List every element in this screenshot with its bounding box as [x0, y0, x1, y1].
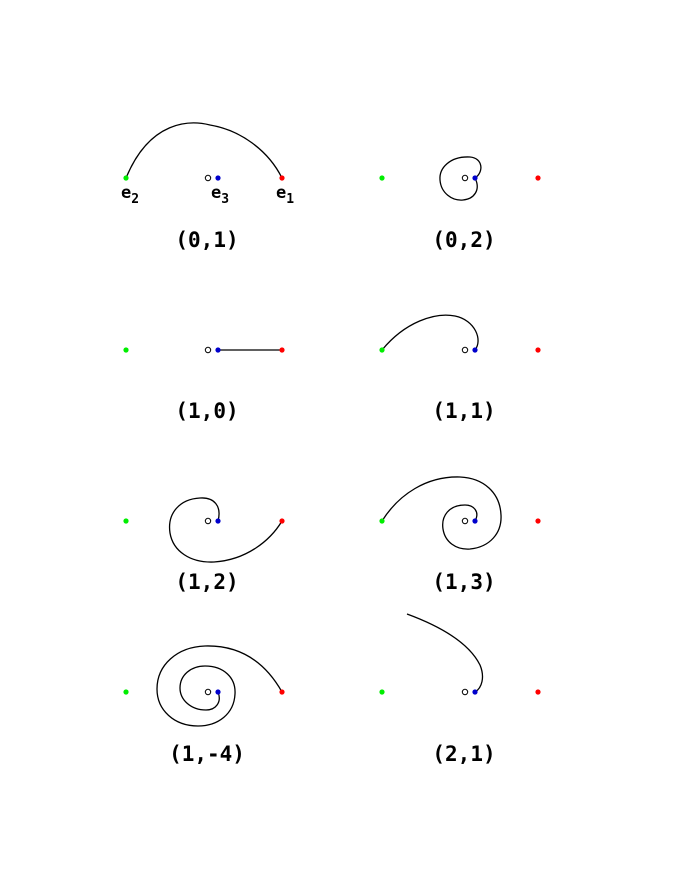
point-e1	[279, 518, 285, 524]
panel-1-3: (1,3)	[379, 476, 541, 594]
point-e2	[379, 347, 385, 353]
center-ring	[204, 174, 212, 182]
panel-1-minus4: (1,-4)	[123, 645, 285, 766]
point-e1	[279, 347, 285, 353]
point-e3	[472, 518, 478, 524]
center-ring	[461, 174, 469, 182]
panel-2-1: (2,1)	[379, 613, 541, 766]
label-e1: e1	[276, 183, 294, 207]
point-e1	[279, 175, 285, 181]
point-e2	[379, 689, 385, 695]
point-e1	[535, 175, 541, 181]
point-e3	[215, 689, 221, 695]
center-ring	[204, 688, 212, 696]
point-e2	[123, 518, 129, 524]
panel-caption: (1,0)	[175, 399, 238, 423]
center-ring	[461, 688, 469, 696]
curve-1-3	[381, 476, 502, 550]
point-e1	[535, 689, 541, 695]
point-e2	[123, 689, 129, 695]
point-e1	[279, 689, 285, 695]
point-e2	[123, 347, 129, 353]
point-e3	[472, 347, 478, 353]
center-ring	[204, 517, 212, 525]
panel-1-0: (1,0)	[123, 346, 285, 423]
panel-caption: (0,1)	[175, 228, 238, 252]
panel-0-1: e2 e3 e1 (0,1)	[121, 122, 294, 252]
panel-caption: (1,3)	[432, 570, 495, 594]
point-e3	[215, 175, 221, 181]
center-ring	[461, 517, 469, 525]
curve-1-1	[381, 314, 479, 351]
point-e3	[215, 518, 221, 524]
point-e1	[535, 347, 541, 353]
point-e3	[472, 175, 478, 181]
center-ring	[204, 346, 212, 354]
label-e2: e2	[121, 183, 139, 207]
curve-1-minus4	[156, 645, 283, 727]
curve-1-2	[168, 497, 283, 563]
point-e1	[535, 518, 541, 524]
panel-caption: (1,2)	[175, 570, 238, 594]
curve-0-2	[439, 156, 482, 201]
point-e2	[379, 175, 385, 181]
point-e2	[379, 518, 385, 524]
label-e3: e3	[211, 183, 229, 207]
panel-caption: (1,-4)	[169, 742, 245, 766]
curve-0-1	[125, 122, 283, 179]
panel-caption: (1,1)	[432, 399, 495, 423]
panel-1-2: (1,2)	[123, 497, 285, 594]
panel-0-2: (0,2)	[379, 156, 541, 252]
point-e2	[123, 175, 129, 181]
panel-caption: (2,1)	[432, 742, 495, 766]
point-e3	[215, 347, 221, 353]
panel-caption: (0,2)	[432, 228, 495, 252]
center-ring	[461, 346, 469, 354]
panel-1-1: (1,1)	[379, 314, 541, 423]
point-e3	[472, 689, 478, 695]
curve-2-1	[406, 613, 484, 693]
